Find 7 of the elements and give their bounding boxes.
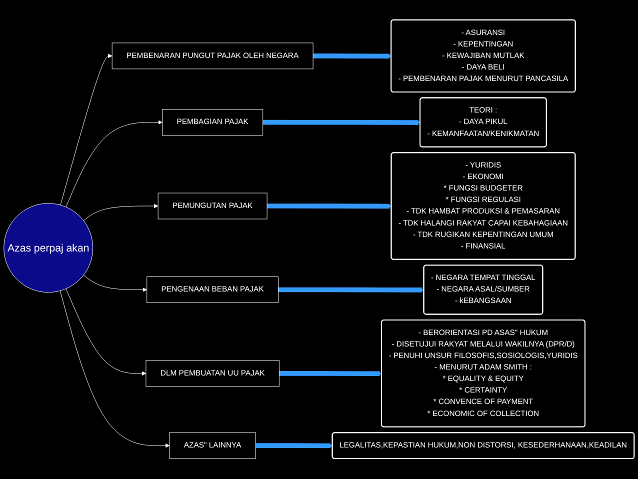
node-circle: Azas perpaj akan <box>4 203 94 293</box>
arrow <box>278 288 424 293</box>
arrow <box>256 443 333 448</box>
arrow <box>312 54 392 59</box>
arrow <box>262 120 420 126</box>
arrow <box>267 204 392 209</box>
arrow <box>279 371 382 376</box>
